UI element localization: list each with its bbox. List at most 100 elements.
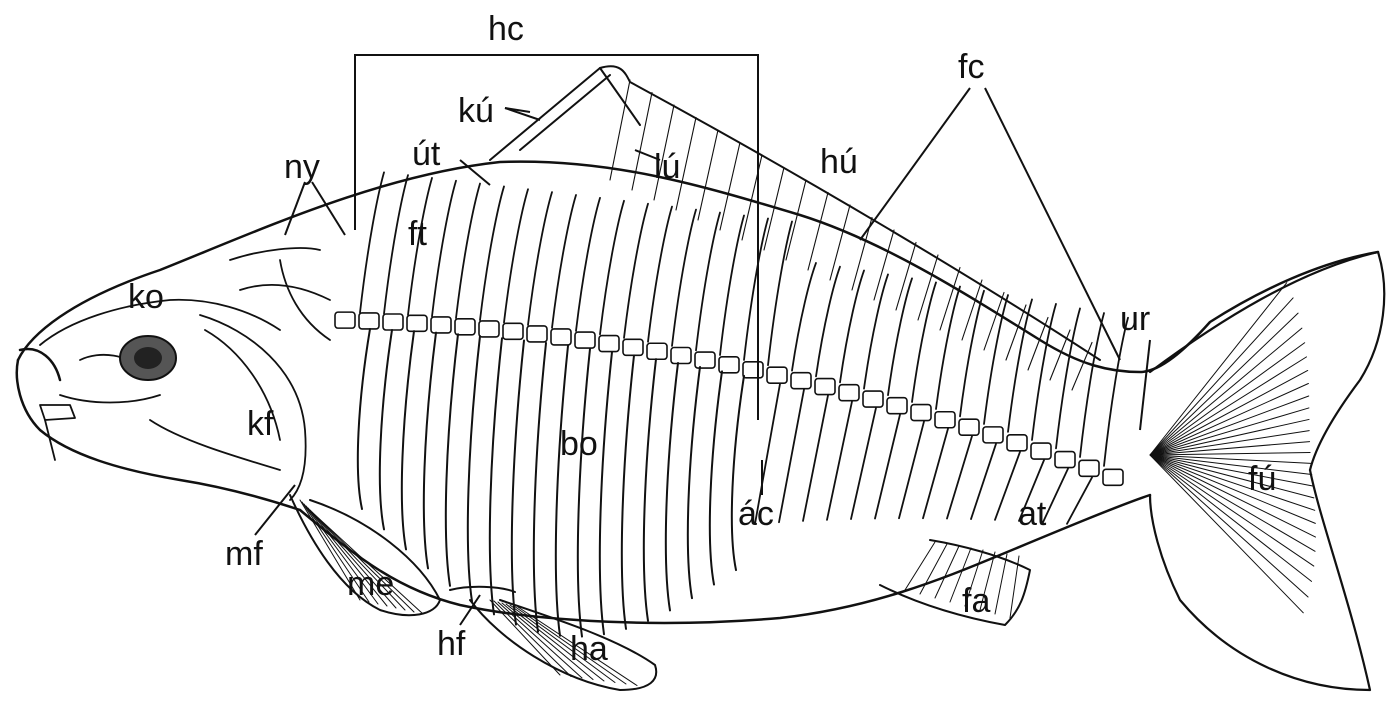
vertebra (407, 315, 427, 331)
rib (358, 329, 370, 509)
vertebra (359, 313, 379, 329)
vertebra (1031, 443, 1051, 459)
rib (534, 343, 546, 632)
label-at: at (1018, 495, 1047, 533)
caudal-ray (1150, 455, 1315, 510)
caudal-ray (1150, 455, 1303, 613)
rib (556, 346, 568, 636)
dorsal-ray (786, 180, 806, 260)
caudal-ray (1150, 455, 1316, 537)
neural-spine (1080, 313, 1104, 457)
label-ur: ur (1120, 300, 1150, 338)
leader-lines (255, 55, 1150, 625)
caudal-ray (1150, 455, 1308, 597)
caudal-fin-rays (1150, 283, 1316, 613)
neural-spines (360, 172, 1128, 466)
label-bo: bo (560, 425, 598, 463)
vertebra (1103, 469, 1123, 485)
neural-spine (624, 204, 648, 338)
neural-spine (432, 181, 456, 317)
rib (644, 359, 656, 621)
vertebra (383, 314, 403, 330)
vertebra (551, 329, 571, 345)
caudal-ray (1150, 384, 1308, 455)
vertebra (815, 379, 835, 395)
haemal-spine (1043, 469, 1068, 523)
vertebra (455, 319, 475, 335)
dorsal-ray (808, 193, 828, 271)
haemal-spine (1067, 477, 1092, 523)
label-fu: fú (1248, 460, 1276, 498)
labels: hc fc ny kú út lú hú ko ft ur kf bo ác f… (128, 10, 1276, 668)
anal-ray (920, 544, 947, 594)
label-ac: ác (738, 495, 774, 533)
vertebra (791, 373, 811, 389)
skull (40, 248, 330, 500)
haemal-spine (899, 421, 924, 518)
eye (120, 336, 176, 380)
label-ku: kú (458, 92, 494, 130)
vertebral-column (335, 312, 1123, 485)
neural-spine (480, 186, 504, 320)
vertebra (671, 348, 691, 364)
vertebra (935, 412, 955, 428)
rib (446, 334, 458, 586)
vertebra (839, 385, 859, 401)
dorsal-ray (720, 143, 740, 231)
vertebra (479, 321, 499, 337)
haemal-spine (851, 408, 876, 519)
label-hf: hf (437, 625, 466, 663)
rib (578, 349, 590, 637)
vertebra (623, 339, 643, 355)
haemal-spine (779, 389, 804, 522)
vertebra (695, 352, 715, 368)
label-hc: hc (488, 10, 524, 48)
label-fc: fc (958, 48, 984, 86)
caudal-ray (1150, 455, 1315, 551)
label-kf: kf (247, 405, 274, 443)
rib (424, 333, 436, 569)
neural-spine (600, 201, 624, 334)
vertebra (647, 343, 667, 359)
neural-spine (1104, 318, 1128, 466)
vertebra (743, 362, 763, 378)
rib (600, 352, 612, 634)
caudal-ray (1150, 455, 1312, 581)
rib (732, 376, 744, 570)
vertebra (959, 419, 979, 435)
neural-spine (768, 222, 792, 366)
haemal-spine (827, 401, 852, 519)
caudal-ray (1150, 370, 1308, 455)
neural-spine (744, 219, 768, 360)
label-ny: ny (284, 148, 320, 186)
vertebra (887, 398, 907, 414)
rib (688, 367, 700, 598)
rib (468, 336, 480, 601)
neural-spine (384, 175, 408, 313)
vertebra (335, 312, 355, 328)
vertebra (599, 336, 619, 352)
dorsal-ray (1072, 343, 1092, 391)
vertebra (575, 332, 595, 348)
caudal-ray (1150, 298, 1293, 455)
rib (666, 363, 678, 610)
rib (622, 355, 634, 628)
vertebra (1007, 435, 1027, 451)
anal-ray (995, 554, 1007, 614)
neural-spine (648, 207, 672, 342)
neural-spine (504, 189, 528, 322)
label-hu: hú (820, 143, 858, 181)
label-ko: ko (128, 278, 164, 316)
label-fa: fa (962, 582, 990, 620)
vertebra (527, 326, 547, 342)
neural-spine (792, 263, 816, 371)
haemal-spine (947, 436, 972, 518)
label-ha: ha (570, 630, 608, 668)
pelvic-ray (494, 601, 571, 677)
caudal-ray (1150, 328, 1302, 455)
dorsal-ray (698, 130, 718, 220)
rib (512, 341, 524, 625)
haemal-spine (971, 444, 996, 519)
label-me: me (347, 565, 394, 603)
